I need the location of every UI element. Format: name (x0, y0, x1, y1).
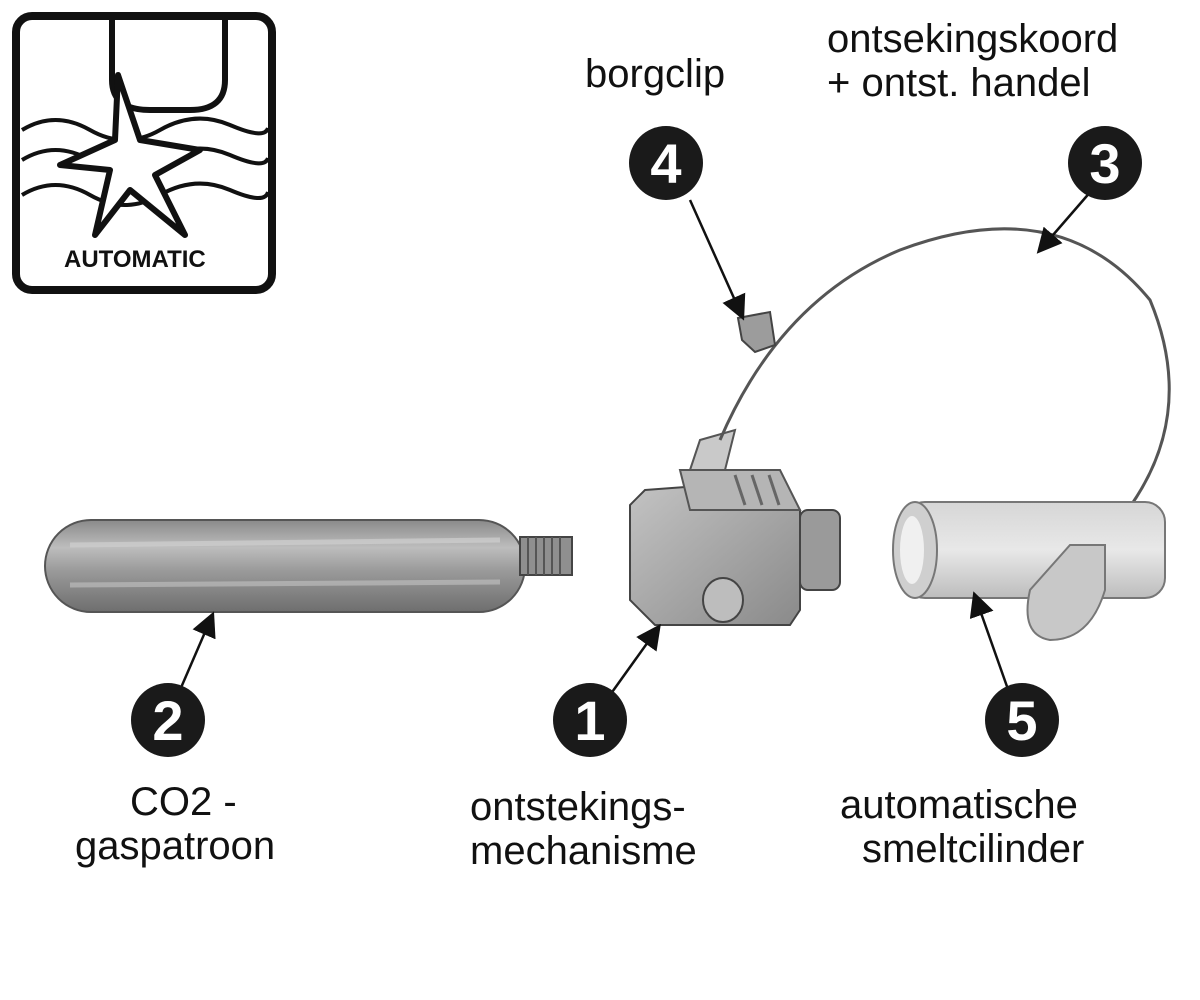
automatic-inflation-icon (20, 20, 270, 238)
label-line: mechanisme (470, 829, 697, 873)
automatic-badge-label: AUTOMATIC (64, 246, 206, 273)
label-ignition-mechanism: ontstekings- mechanisme (470, 785, 697, 873)
retaining-clip (736, 310, 777, 354)
label-line: automatische (840, 783, 1078, 827)
svg-text:5: 5 (1006, 689, 1037, 752)
svg-text:3: 3 (1089, 132, 1120, 195)
automatic-badge (12, 12, 276, 294)
leader-line-2 (178, 611, 216, 691)
leader-line-3 (1036, 189, 1093, 254)
marker-3: 3 (1068, 126, 1142, 200)
label-line: ontstekings- (470, 785, 686, 829)
marker-1: 1 (553, 683, 627, 757)
ignition-mechanism (629, 428, 841, 626)
leader-line-1 (608, 623, 661, 696)
lanyard-cord (718, 227, 1171, 521)
label-co2-cartridge: CO2 - gaspatroon (75, 780, 275, 868)
marker-4: 4 (629, 126, 703, 200)
label-lanyard: ontsekingskoord + ontst. handel (827, 17, 1118, 105)
marker-5: 5 (985, 683, 1059, 757)
label-line: gaspatroon (75, 824, 276, 868)
leader-line-5 (969, 591, 1012, 696)
svg-text:4: 4 (650, 132, 681, 195)
label-line: smeltcilinder (862, 827, 1085, 871)
label-retaining-clip: borgclip (585, 52, 725, 96)
svg-text:1: 1 (574, 689, 605, 752)
label-line: borgclip (585, 52, 726, 96)
leader-line-4 (688, 199, 746, 321)
co2-cartridge (44, 519, 573, 613)
label-melt-cylinder: automatische smeltcilinder (840, 783, 1084, 871)
marker-2: 2 (131, 683, 205, 757)
svg-text:2: 2 (152, 689, 183, 752)
label-line: CO2 - (130, 780, 237, 824)
label-line: ontsekingskoord (827, 17, 1119, 61)
melt-cylinder (892, 501, 1166, 642)
label-line: + ontst. handel (827, 61, 1091, 105)
